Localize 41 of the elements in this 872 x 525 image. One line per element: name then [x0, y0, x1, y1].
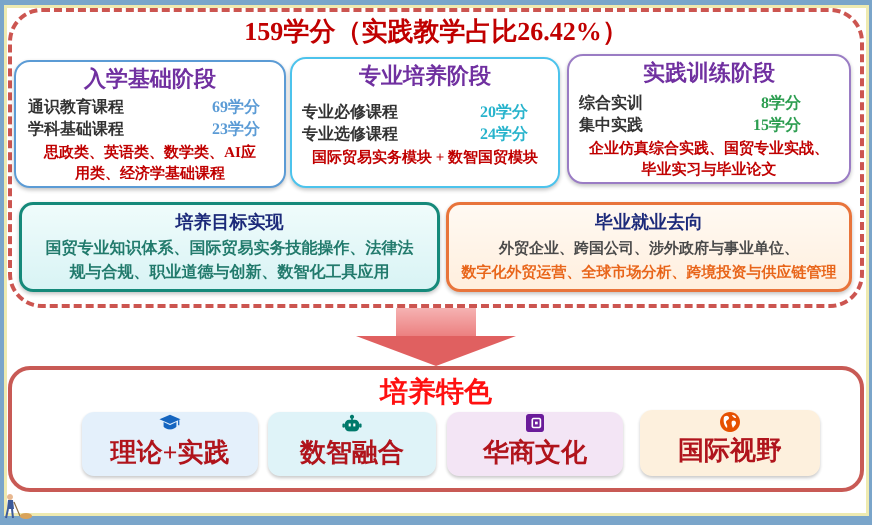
course-note: 思政类、英语类、数学类、AI应用类、经济学基础课程	[42, 143, 257, 184]
group-title: 培养特色	[380, 377, 492, 409]
credit-value: 8学分	[761, 94, 801, 114]
course-name: 通识教育课程	[28, 97, 124, 118]
card-text: 外贸企业、跨国公司、涉外政府与事业单位、	[498, 239, 800, 259]
stage-card	[290, 57, 560, 188]
credit-value: 24学分	[480, 124, 528, 145]
card-heading: 毕业就业去向	[594, 211, 704, 234]
feature-label: 华商文化	[483, 437, 587, 469]
stage-card	[567, 54, 851, 184]
feature-card	[268, 412, 436, 476]
credit-value: 15学分	[753, 116, 801, 136]
credit-value: 20学分	[480, 102, 528, 123]
course-name: 专业必修课程	[302, 102, 398, 123]
course-name: 专业选修课程	[302, 124, 398, 145]
info-card	[446, 202, 852, 292]
dashed-group-frame	[8, 8, 864, 308]
group-title: 159学分（实践教学占比26.42%）	[244, 16, 628, 48]
feature-card	[640, 410, 820, 476]
card-heading: 培养目标实现	[174, 211, 284, 234]
feature-label: 数智融合	[300, 437, 404, 469]
stage-card	[14, 60, 286, 188]
credit-value: 23学分	[212, 120, 260, 140]
course-name: 学科基础课程	[28, 120, 124, 140]
course-note: 企业仿真综合实践、国贸专业实战、毕业实习与毕业论文	[588, 139, 830, 180]
info-card	[19, 202, 440, 292]
stage-heading: 实践训练阶段	[642, 59, 776, 87]
stage-heading: 专业培养阶段	[358, 62, 492, 90]
stage-heading: 入学基础阶段	[82, 65, 217, 93]
feature-label: 理论+实践	[110, 437, 230, 469]
credit-value: 69学分	[212, 98, 260, 118]
course-name: 集中实践	[579, 115, 643, 136]
group-frame	[8, 366, 864, 492]
course-note: 国际贸易实务模块 + 数智国贸模块	[310, 148, 540, 168]
feature-card	[447, 412, 623, 476]
card-text: 数字化外贸运营、全球市场分析、跨境投资与供应链管理	[460, 263, 838, 283]
feature-card	[82, 412, 258, 476]
feature-label: 国际视野	[678, 435, 782, 467]
course-name: 综合实训	[579, 93, 643, 114]
block-arrow	[356, 308, 516, 366]
card-text: 国贸专业知识体系、国际贸易实务技能操作、法律法规与合规、职业道德与创新、数智化工具应用	[44, 238, 414, 283]
